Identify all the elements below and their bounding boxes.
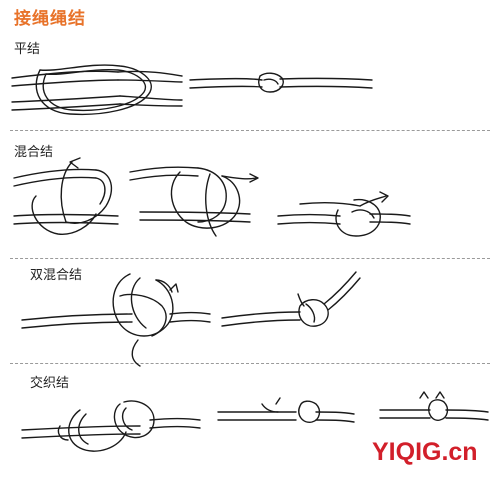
section-divider (10, 258, 490, 259)
section-label-double-mixed-knot: 双混合结 (30, 268, 83, 283)
mixed-knot-step3-illustration (277, 191, 411, 237)
page-title: 接绳绳结 (14, 9, 86, 29)
section-label-mixed-knot: 混合结 (14, 145, 54, 160)
section-divider (10, 363, 490, 364)
double-mixed-knot-tight-illustration (221, 271, 361, 327)
mixed-knot-step1-illustration (13, 157, 119, 235)
watermark-text: YIQIG.cn (372, 438, 478, 466)
double-mixed-knot-loose-illustration (21, 273, 211, 367)
interwoven-knot-middle-illustration (217, 397, 355, 423)
section-label-interwoven-knot: 交织结 (30, 376, 70, 391)
interwoven-knot-loose-illustration (21, 400, 201, 452)
mixed-knot-step2-illustration (129, 166, 259, 237)
square-knot-tight-illustration (189, 72, 373, 93)
section-label-square-knot: 平结 (14, 42, 41, 57)
square-knot-loose-illustration (11, 64, 183, 116)
section-divider (10, 130, 490, 131)
interwoven-knot-tight-illustration (379, 391, 489, 421)
